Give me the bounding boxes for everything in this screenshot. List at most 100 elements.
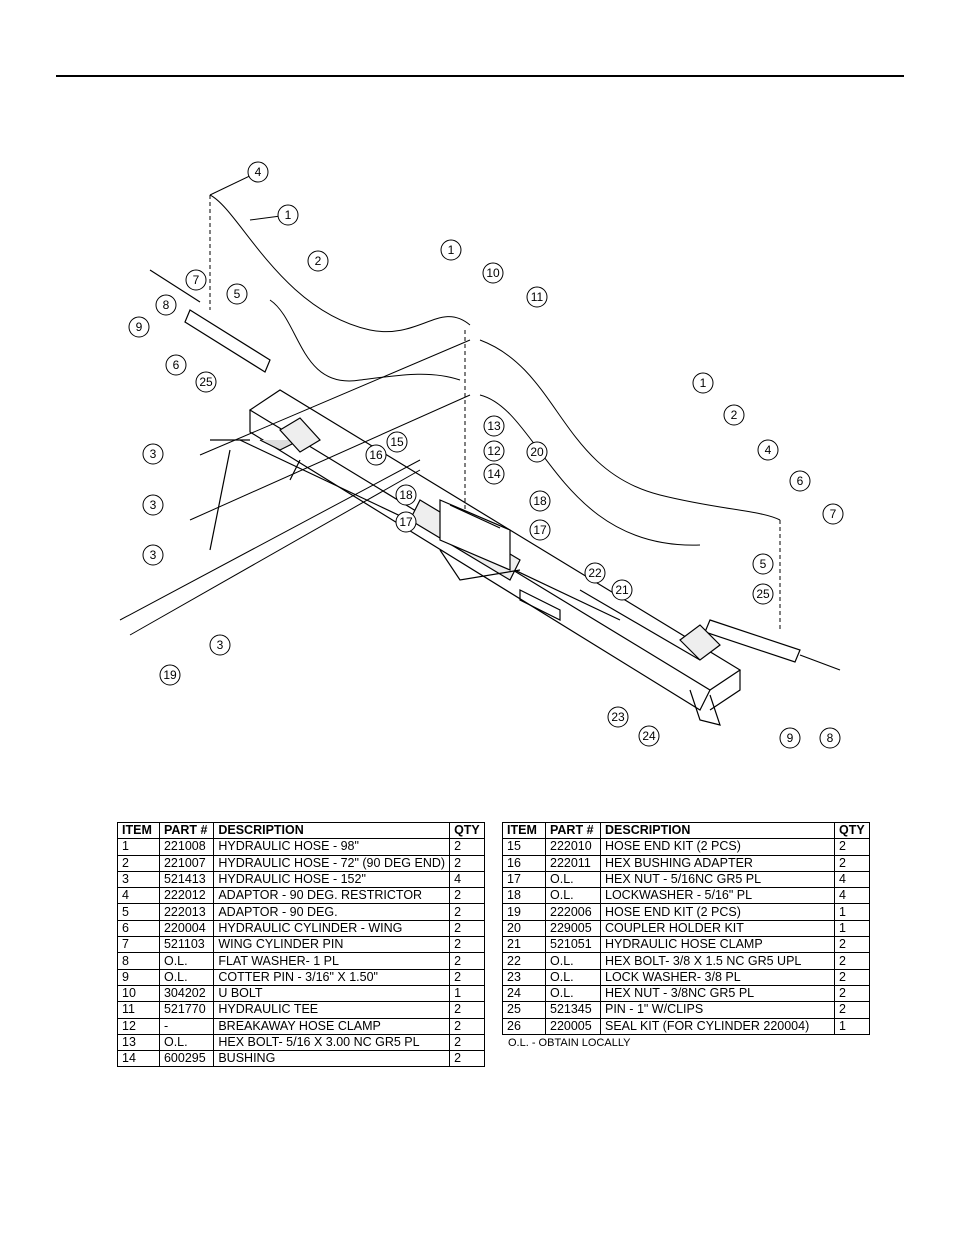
cell-part-number: O.L. xyxy=(545,984,601,1003)
callout-11: 11 xyxy=(526,286,548,308)
cell-description: HEX BUSHING ADAPTER xyxy=(600,854,835,872)
cell-item: 13 xyxy=(117,1033,160,1052)
svg-text:16: 16 xyxy=(369,448,383,462)
svg-text:3: 3 xyxy=(150,548,157,562)
callout-8b: 8 xyxy=(819,727,841,749)
cell-item: 14 xyxy=(117,1050,160,1068)
cell-item: 20 xyxy=(502,919,546,938)
callout-23: 23 xyxy=(607,706,629,728)
callout-2: 2 xyxy=(307,250,329,272)
svg-text:24: 24 xyxy=(642,729,656,743)
cell-part-number: 521103 xyxy=(158,936,215,954)
cell-part-number: 229005 xyxy=(545,919,601,938)
cell-item: 11 xyxy=(117,1001,160,1019)
svg-text:17: 17 xyxy=(399,515,413,529)
callout-9b: 9 xyxy=(779,727,801,749)
cell-description: HOSE END KIT (2 PCS) xyxy=(600,838,835,856)
cell-description: BUSHING xyxy=(213,1050,451,1068)
cell-description: LOCK WASHER- 3/8 PL xyxy=(600,968,835,986)
cell-description: COUPLER HOLDER KIT xyxy=(600,919,835,938)
svg-text:4: 4 xyxy=(255,165,262,179)
cell-qty: 2 xyxy=(449,887,485,905)
col-description-header: DESCRIPTION xyxy=(213,821,451,840)
cell-part-number: O.L. xyxy=(158,968,215,986)
cell-qty: 2 xyxy=(834,968,870,986)
callout-2b: 2 xyxy=(723,404,745,426)
callout-12: 12 xyxy=(483,440,505,462)
cell-description: BREAKAWAY HOSE CLAMP xyxy=(213,1017,451,1035)
svg-text:2: 2 xyxy=(315,254,322,268)
cell-qty: 2 xyxy=(449,1017,485,1035)
cell-qty: 1 xyxy=(834,1017,870,1035)
callout-3d: 3 xyxy=(209,634,231,656)
cell-item: 24 xyxy=(502,984,546,1003)
callout-5: 5 xyxy=(226,283,248,305)
cell-item: 21 xyxy=(502,936,546,954)
cell-item: 10 xyxy=(117,984,160,1003)
svg-text:5: 5 xyxy=(760,557,767,571)
cell-part-number: 521770 xyxy=(158,1001,215,1019)
col-part-header: PART # xyxy=(158,821,215,840)
col-description-header: DESCRIPTION xyxy=(600,821,835,840)
svg-text:15: 15 xyxy=(390,435,404,449)
cell-part-number: O.L. xyxy=(158,952,215,970)
cell-item: 1 xyxy=(117,838,160,856)
col-item-header: ITEM xyxy=(117,821,160,840)
cell-item: 12 xyxy=(117,1017,160,1035)
col-qty-header: QTY xyxy=(449,821,485,840)
cell-part-number: 521413 xyxy=(158,870,215,889)
callout-6b: 6 xyxy=(789,470,811,492)
svg-text:10: 10 xyxy=(486,266,500,280)
cell-item: 25 xyxy=(502,1001,546,1019)
cell-item: 3 xyxy=(117,870,160,889)
callout-4: 4 xyxy=(209,161,269,196)
cell-item: 23 xyxy=(502,968,546,986)
cell-part-number: 222011 xyxy=(545,854,601,872)
svg-text:5: 5 xyxy=(234,287,241,301)
svg-text:3: 3 xyxy=(150,498,157,512)
cell-part-number: 220004 xyxy=(158,919,215,938)
svg-text:6: 6 xyxy=(173,358,180,372)
callout-13: 13 xyxy=(483,415,505,437)
callout-1c: 1 xyxy=(692,372,714,394)
cell-part-number: 221008 xyxy=(158,838,215,856)
cell-item: 9 xyxy=(117,968,160,986)
callout-18: 18 xyxy=(395,484,417,506)
svg-text:13: 13 xyxy=(487,419,501,433)
callout-19: 19 xyxy=(159,664,181,686)
cell-item: 19 xyxy=(502,903,546,921)
cell-qty: 4 xyxy=(449,870,485,889)
callout-24: 24 xyxy=(638,725,660,747)
svg-text:12: 12 xyxy=(487,444,501,458)
callout-16: 16 xyxy=(365,444,387,466)
cell-part-number: O.L. xyxy=(545,968,601,986)
cell-qty: 2 xyxy=(449,903,485,921)
svg-text:14: 14 xyxy=(487,467,501,481)
callout-25b: 25 xyxy=(752,583,774,605)
cell-item: 2 xyxy=(117,854,160,872)
cell-description: ADAPTOR - 90 DEG. RESTRICTOR xyxy=(213,887,451,905)
svg-text:7: 7 xyxy=(830,507,837,521)
cell-item: 16 xyxy=(502,854,546,872)
svg-text:17: 17 xyxy=(533,523,547,537)
cell-part-number: 221007 xyxy=(158,854,215,872)
cell-qty: 4 xyxy=(834,870,870,889)
cell-part-number: - xyxy=(158,1017,215,1035)
svg-text:2: 2 xyxy=(731,408,738,422)
cell-qty: 2 xyxy=(834,1001,870,1019)
cell-qty: 1 xyxy=(449,984,485,1003)
cell-description: HEX BOLT- 5/16 X 3.00 NC GR5 PL xyxy=(213,1033,451,1052)
cell-part-number: O.L. xyxy=(545,952,601,970)
cell-description: COTTER PIN - 3/16" X 1.50" xyxy=(213,968,451,986)
cell-item: 5 xyxy=(117,903,160,921)
